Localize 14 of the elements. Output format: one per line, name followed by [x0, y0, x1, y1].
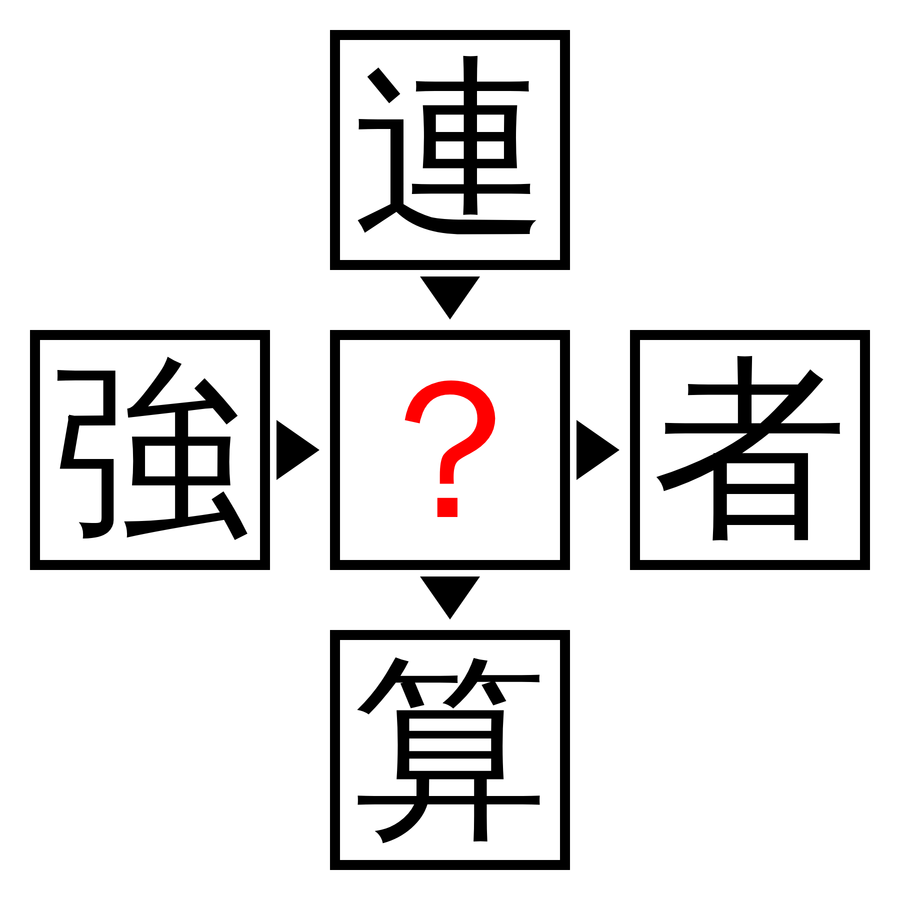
character-box — [330, 330, 570, 570]
arrow — [420, 276, 480, 320]
character-box — [630, 330, 870, 570]
arrow — [420, 576, 480, 620]
character-box — [30, 330, 270, 570]
character: 強 — [52, 352, 248, 548]
character: 連 — [352, 52, 548, 248]
character: 算 — [352, 652, 548, 848]
character: 者 — [652, 352, 848, 548]
character-box — [330, 30, 570, 270]
character-box — [330, 630, 570, 870]
arrow — [576, 420, 620, 480]
arrow — [276, 420, 320, 480]
character: ？ — [352, 352, 548, 548]
